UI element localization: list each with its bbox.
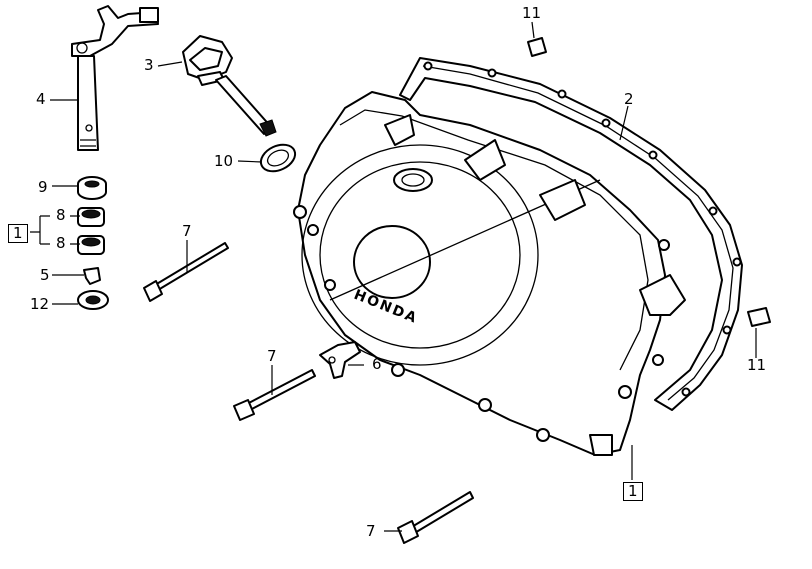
bracket [319,341,361,379]
callout-5: 5 [40,266,50,284]
callout-1-bottom-boxed: 1 [623,482,643,501]
callout-7-mid: 7 [182,222,192,240]
bolt-middle [233,369,316,421]
washer [77,290,109,310]
callout-7-bottom: 7 [366,522,376,540]
callout-8-top: 8 [56,206,66,224]
dowel-pin-top [527,37,547,57]
cover-bolt-bosses [293,205,670,442]
oil-seal-upper [77,207,105,227]
callout-6: 6 [372,355,382,373]
right-crankcase-cover [293,91,686,456]
dowel-pin-right [747,307,771,327]
o-ring [259,143,297,173]
callout-2: 2 [624,90,634,108]
shift-shaft [71,5,159,151]
callout-10: 10 [214,152,234,170]
callout-11-right: 11 [747,356,767,374]
oil-filler-cap [182,35,277,137]
bolt-lower [397,491,474,544]
oil-seal-lower [77,235,105,255]
callout-12: 12 [30,295,50,313]
callout-9: 9 [38,178,48,196]
callout-1-left-boxed: 1 [8,224,28,243]
gasket [399,57,743,411]
leader-lines [30,21,757,532]
gasket-bolt-holes [423,61,742,397]
snap-clip [83,267,101,285]
callout-11-top: 11 [522,4,542,22]
bolt-upper [143,242,229,302]
bushing [77,176,107,200]
callout-8-bottom: 8 [56,234,66,252]
callout-3: 3 [144,56,154,74]
callout-4: 4 [36,90,46,108]
callout-7-left: 7 [267,347,277,365]
